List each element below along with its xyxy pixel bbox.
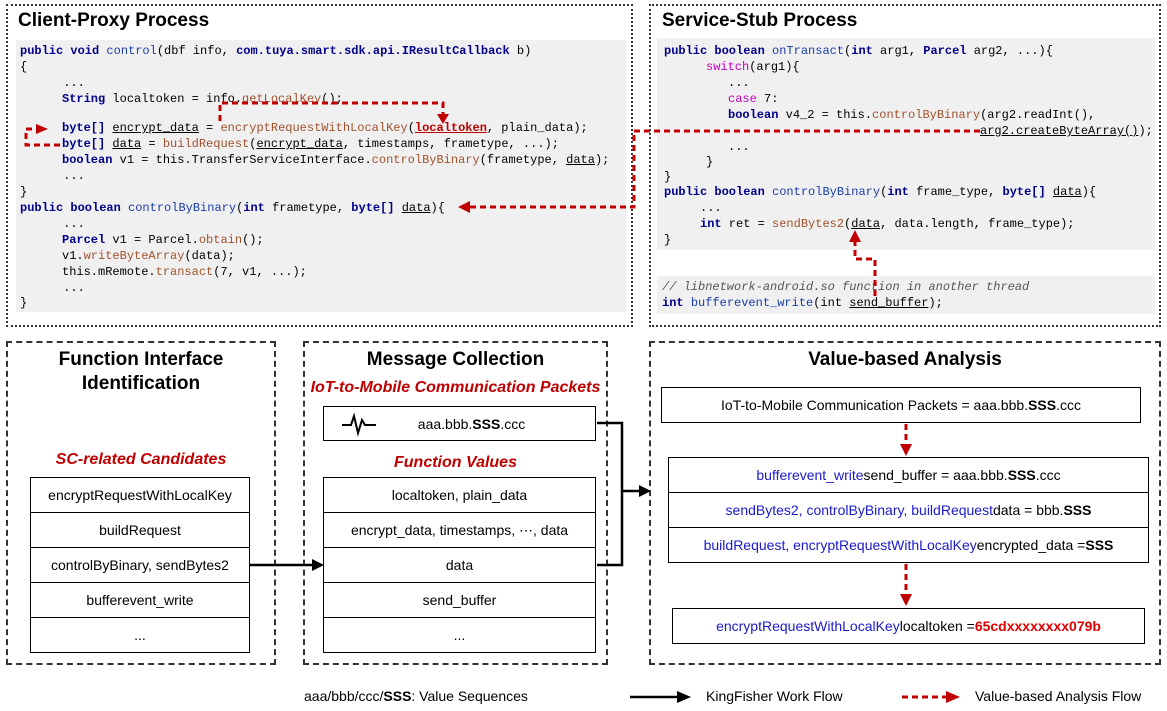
stub-code-line-6: arg2.createByteArray());: [980, 124, 1153, 138]
client-code-line-3: ...: [20, 76, 85, 90]
stub-code-line-1: public boolean onTransact(int arg1, Parc…: [664, 44, 1053, 58]
packet-box: aaa.bbb.SSS.ccc: [323, 406, 596, 441]
legend-analysis-arrowhead: [946, 691, 960, 703]
analysis-localtoken-row: encryptRequestWithLocalKey localtoken = …: [672, 608, 1145, 644]
candidate-item: controlByBinary, sendBytes2: [30, 547, 250, 583]
candidate-item: encryptRequestWithLocalKey: [30, 477, 250, 513]
stub-code-line-3: ...: [728, 76, 750, 90]
stub-code-line-8: }: [706, 155, 714, 169]
legend-value-sequences: aaa/bbb/ccc/SSS: Value Sequences: [304, 688, 528, 704]
client-code-line-12: Parcel v1 = Parcel.obtain();: [62, 233, 264, 247]
client-proxy-panel: [6, 4, 633, 327]
red-arrow-head: [900, 444, 912, 456]
client-code-line-11: ...: [20, 217, 85, 231]
message-collection-panel: [303, 341, 608, 665]
message-collection-title: Message Collection: [366, 349, 545, 370]
function-values-title: Function Values: [394, 454, 517, 471]
client-code-line-16: }: [20, 296, 28, 310]
value-analysis-title: Value-based Analysis: [808, 349, 1002, 370]
client-code-line-2: {: [20, 60, 28, 74]
black-workflow-arrows: [250, 421, 640, 567]
client-code-line-15: ...: [20, 281, 85, 295]
candidate-item: bufferevent_write: [30, 582, 250, 618]
stub-code-line-2: switch(arg1){: [706, 60, 800, 74]
stub-code-line-14: // libnetwork-android.so function in ano…: [662, 280, 1030, 294]
black-arrow-head: [639, 485, 651, 497]
red-arrow-head: [437, 114, 449, 124]
service-stub-panel: [649, 4, 1161, 327]
stub-code-line-10: public boolean controlByBinary(int frame…: [664, 185, 1097, 199]
function-value-item: localtoken, plain_data: [323, 477, 596, 513]
function-value-item: send_buffer: [323, 582, 596, 618]
stub-code-line-5: boolean v4_2 = this.controlByBinary(arg2…: [728, 108, 1096, 122]
stub-code-line-4: case 7:: [728, 92, 779, 106]
client-code-line-13: v1.writeByteArray(data);: [62, 249, 235, 263]
function-interface-title-line-1: Function Interface: [58, 349, 224, 370]
service-stub-native-code-block: [657, 276, 1155, 314]
red-flow-stub-to-client: [470, 129, 980, 209]
red-arrow-head: [458, 201, 470, 213]
function-value-item: ...: [323, 617, 596, 653]
client-proxy-title: Client-Proxy Process: [18, 10, 210, 31]
stub-code-line-12: int ret = sendBytes2(data, data.length, …: [700, 217, 1075, 231]
candidates-title: SC-related Candidates: [55, 451, 227, 468]
client-code-line-6: byte[] data = buildRequest(encrypt_data,…: [62, 137, 559, 151]
packets-title: IoT-to-Mobile Communication Packets: [310, 379, 601, 396]
function-interface-panel: [6, 341, 276, 665]
client-code-line-5: byte[] encrypt_data = encryptRequestWith…: [62, 121, 588, 135]
packet-value: aaa.bbb.SSS.ccc: [417, 415, 526, 432]
service-stub-title: Service-Stub Process: [662, 10, 858, 31]
client-proxy-code-block: [16, 40, 626, 312]
client-code-line-14: this.mRemote.transact(7, v1, ...);: [62, 265, 307, 279]
legend-workflow-label: KingFisher Work Flow: [706, 688, 843, 704]
value-analysis-panel: [649, 341, 1161, 665]
analysis-sendbytes-row: sendBytes2, controlByBinary, buildReques…: [668, 492, 1149, 528]
black-arrow-head: [312, 559, 324, 571]
red-arrow-head: [36, 124, 48, 134]
function-value-item: data: [323, 547, 596, 583]
stub-code-line-9: }: [664, 170, 672, 184]
client-code-line-10: public boolean controlByBinary(int frame…: [20, 201, 445, 215]
client-code-line-8: ...: [20, 169, 85, 183]
red-flow-localtoken: [24, 101, 445, 147]
analysis-buildrequest-row: buildRequest, encryptRequestWithLocalKey…: [668, 527, 1149, 563]
service-stub-code-block: [657, 38, 1155, 250]
red-arrow-head: [849, 230, 861, 242]
legend-workflow-arrowhead: [677, 691, 691, 703]
client-code-line-9: }: [20, 185, 28, 199]
function-value-item: encrypt_data, timestamps, ⋯, data: [323, 512, 596, 548]
stub-code-line-11: ...: [700, 201, 722, 215]
waveform-icon: [342, 412, 378, 437]
function-interface-title: Function Interface Identification: [6, 348, 276, 396]
stub-code-line-7: ...: [728, 140, 750, 154]
stub-code-line-15: int bufferevent_write(int send_buffer);: [662, 296, 943, 310]
red-arrow-head: [900, 594, 912, 606]
client-code-line-7: boolean v1 = this.TransferServiceInterfa…: [62, 153, 610, 167]
legend-analysis-label: Value-based Analysis Flow: [975, 688, 1142, 704]
client-code-line-1: public void control(dbf info, com.tuya.s…: [20, 44, 532, 58]
function-interface-title-line-2: Identification: [81, 373, 201, 394]
candidate-item: buildRequest: [30, 512, 250, 548]
analysis-packets-row: IoT-to-Mobile Communication Packets = aa…: [661, 387, 1141, 423]
stub-code-line-13: }: [664, 233, 672, 247]
candidate-item: ...: [30, 617, 250, 653]
red-flow-native-to-stub: [853, 240, 877, 296]
